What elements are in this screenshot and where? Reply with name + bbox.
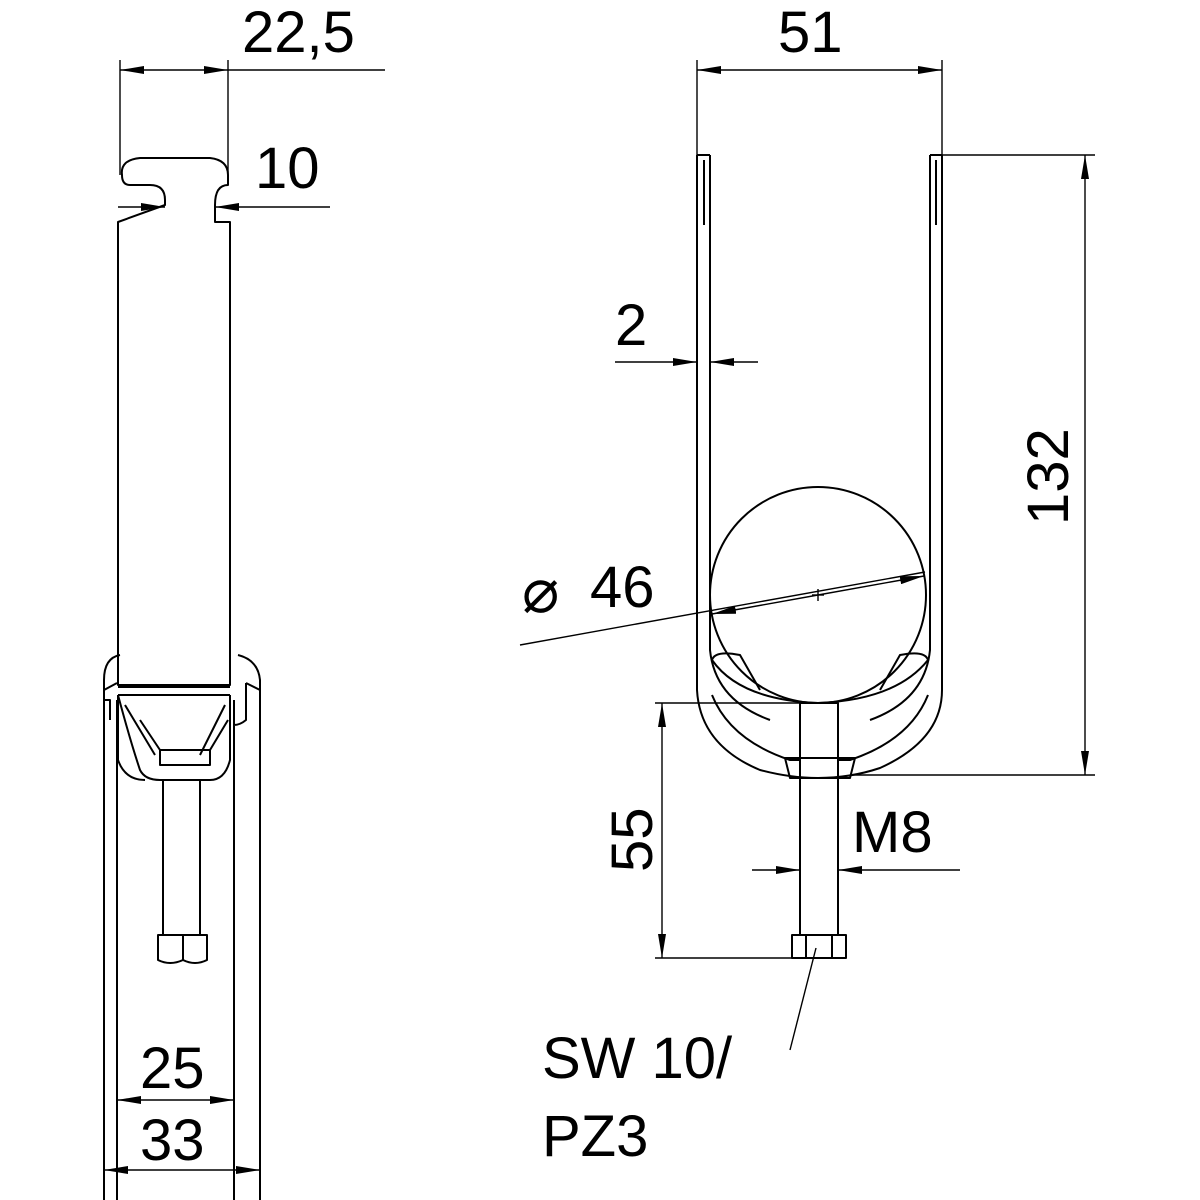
dim-10: 10 bbox=[255, 136, 320, 201]
nut-side bbox=[157, 934, 208, 964]
dim-2: 2 bbox=[615, 293, 647, 358]
clamp-u-outer bbox=[103, 654, 261, 1200]
dim-46: 46 bbox=[590, 555, 655, 620]
dim-132: 132 bbox=[1016, 428, 1081, 525]
dim-25: 25 bbox=[140, 1036, 205, 1101]
diameter-symbol: ⌀ bbox=[522, 557, 559, 626]
nut-front bbox=[791, 934, 847, 959]
dim-33: 33 bbox=[140, 1108, 205, 1173]
bolt-side bbox=[162, 779, 201, 936]
note-drive: PZ3 bbox=[542, 1104, 648, 1169]
clip-u-outer bbox=[696, 155, 943, 779]
dim-22-5: 22,5 bbox=[242, 0, 355, 65]
side-view: 22,5 10 25 33 bbox=[103, 0, 385, 1200]
dim-line-46 bbox=[519, 571, 926, 646]
dim-55: 55 bbox=[600, 807, 665, 872]
clip-u-inner bbox=[697, 154, 942, 721]
dim-m8: M8 bbox=[852, 800, 933, 865]
dim-51: 51 bbox=[778, 0, 843, 65]
clamp-saddle bbox=[117, 686, 231, 781]
dim-arrow-46 bbox=[711, 594, 819, 615]
bolt-front bbox=[799, 702, 839, 936]
clip-head-outline bbox=[117, 157, 231, 686]
clamp-u-inner bbox=[103, 682, 261, 1200]
dim-arrow-46 bbox=[817, 575, 925, 596]
front-view: 51 132 2 ⌀ 46 55 M8 SW 10/ PZ3 bbox=[519, 0, 1095, 1169]
note-leader bbox=[789, 947, 817, 1051]
note-wrench-size: SW 10/ bbox=[542, 1026, 733, 1091]
